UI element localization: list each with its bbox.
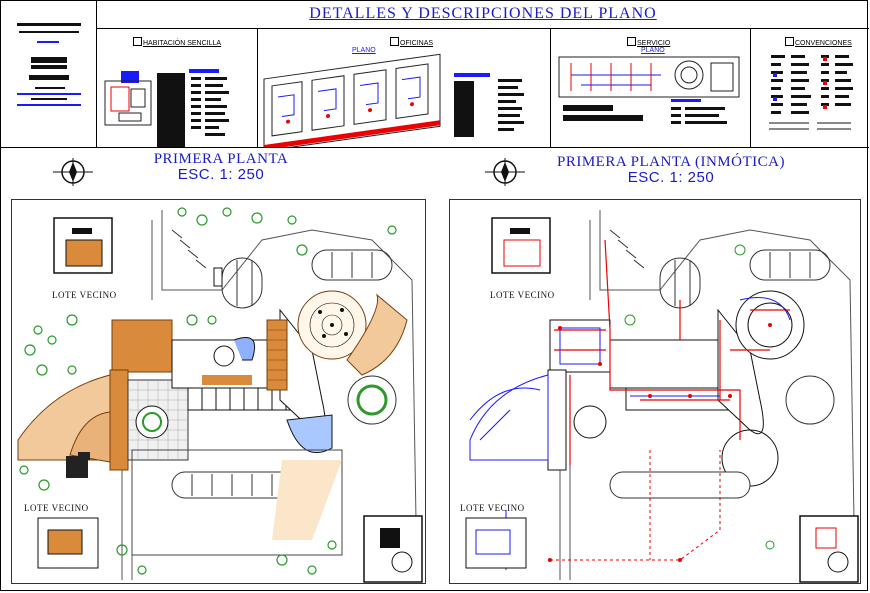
floor-plan-inmotica: LOTE VECINO LOTE VECINO bbox=[449, 199, 861, 584]
plan-scale: ESC. 1: 250 bbox=[627, 169, 715, 186]
title-block-logo bbox=[1, 1, 97, 147]
plan-title-primera-planta: PRIMERA PLANTA ESC. 1: 250 bbox=[121, 151, 321, 183]
lote-vecino-label: LOTE VECINO bbox=[460, 503, 525, 513]
detail-title: HABITACIÓN SENCILLA bbox=[133, 37, 221, 47]
detail-title: CONVENCIONES bbox=[785, 37, 852, 47]
title-rule bbox=[97, 28, 869, 29]
detail-panel-convenciones: CONVENCIONES bbox=[751, 29, 869, 147]
sheet-title: DETALLES Y DESCRIPCIONES DEL PLANO bbox=[309, 5, 657, 22]
detail-panel-oficinas: OFICINAS PLANO bbox=[258, 29, 551, 147]
detail-panel-servicio: SERVICIO PLANO bbox=[551, 29, 751, 147]
oficinas-drawing bbox=[263, 53, 524, 147]
plano-label: PLANO bbox=[352, 47, 376, 54]
floor-plan-primera-planta: LOTE VECINO LOTE VECINO bbox=[11, 199, 426, 584]
plan-title-text: PRIMERA PLANTA bbox=[153, 151, 289, 167]
plan-scale: ESC. 1: 250 bbox=[177, 166, 265, 183]
detail-title: SERVICIO bbox=[627, 37, 670, 47]
servicio-drawing bbox=[558, 56, 740, 124]
lote-vecino-label: LOTE VECINO bbox=[24, 503, 89, 513]
lote-vecino-label: LOTE VECINO bbox=[52, 290, 117, 300]
floor-plan-drawing bbox=[17, 207, 423, 583]
plano-label: PLANO bbox=[641, 47, 665, 54]
plan-title-text: PRIMERA PLANTA (INMÓTICA) bbox=[557, 154, 785, 170]
floor-plan-inmotica-drawing bbox=[465, 210, 859, 583]
detail-panel-habitacion: HABITACIÓN SENCILLA bbox=[97, 29, 258, 147]
plan-title-inmotica: PRIMERA PLANTA (INMÓTICA) ESC. 1: 250 bbox=[531, 154, 811, 186]
north-arrow-icon bbox=[485, 158, 525, 186]
north-arrow-icon bbox=[53, 158, 93, 186]
lote-vecino-label: LOTE VECINO bbox=[490, 290, 555, 300]
convenciones-legend bbox=[769, 55, 853, 130]
detail-title: OFICINAS bbox=[390, 37, 433, 47]
habitacion-drawing bbox=[104, 69, 229, 147]
header-row: DETALLES Y DESCRIPCIONES DEL PLANO HABIT… bbox=[1, 1, 869, 148]
